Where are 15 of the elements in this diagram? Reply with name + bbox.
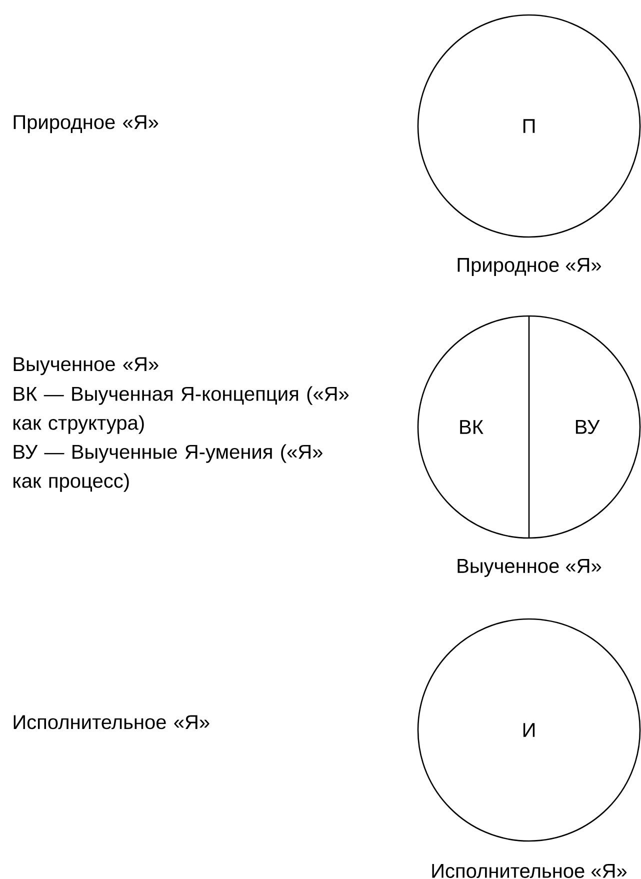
description-text: Исполнительное «Я»	[14, 715, 210, 730]
description-text: ВК — Выученная Я-концепция («Я» как структура)	[14, 386, 349, 434]
node-label: Природное «Я»	[458, 258, 601, 276]
circle	[417, 14, 641, 238]
circle-label: ВУ	[576, 420, 600, 434]
description-text: Выученное «Я»	[14, 357, 158, 376]
circle	[417, 315, 641, 539]
circle-label: И	[523, 723, 535, 737]
node-label: Выученное «Я»	[458, 559, 602, 577]
description-text: Природное «Я»	[14, 115, 158, 134]
circle-label: П	[523, 119, 535, 133]
circle-label: ВК	[460, 420, 484, 434]
node-label: Исполнительное «Я»	[432, 864, 627, 878]
circle	[417, 618, 641, 842]
description-text: ВУ — Выученные Я-умения («Я» как процесс)	[14, 444, 322, 492]
